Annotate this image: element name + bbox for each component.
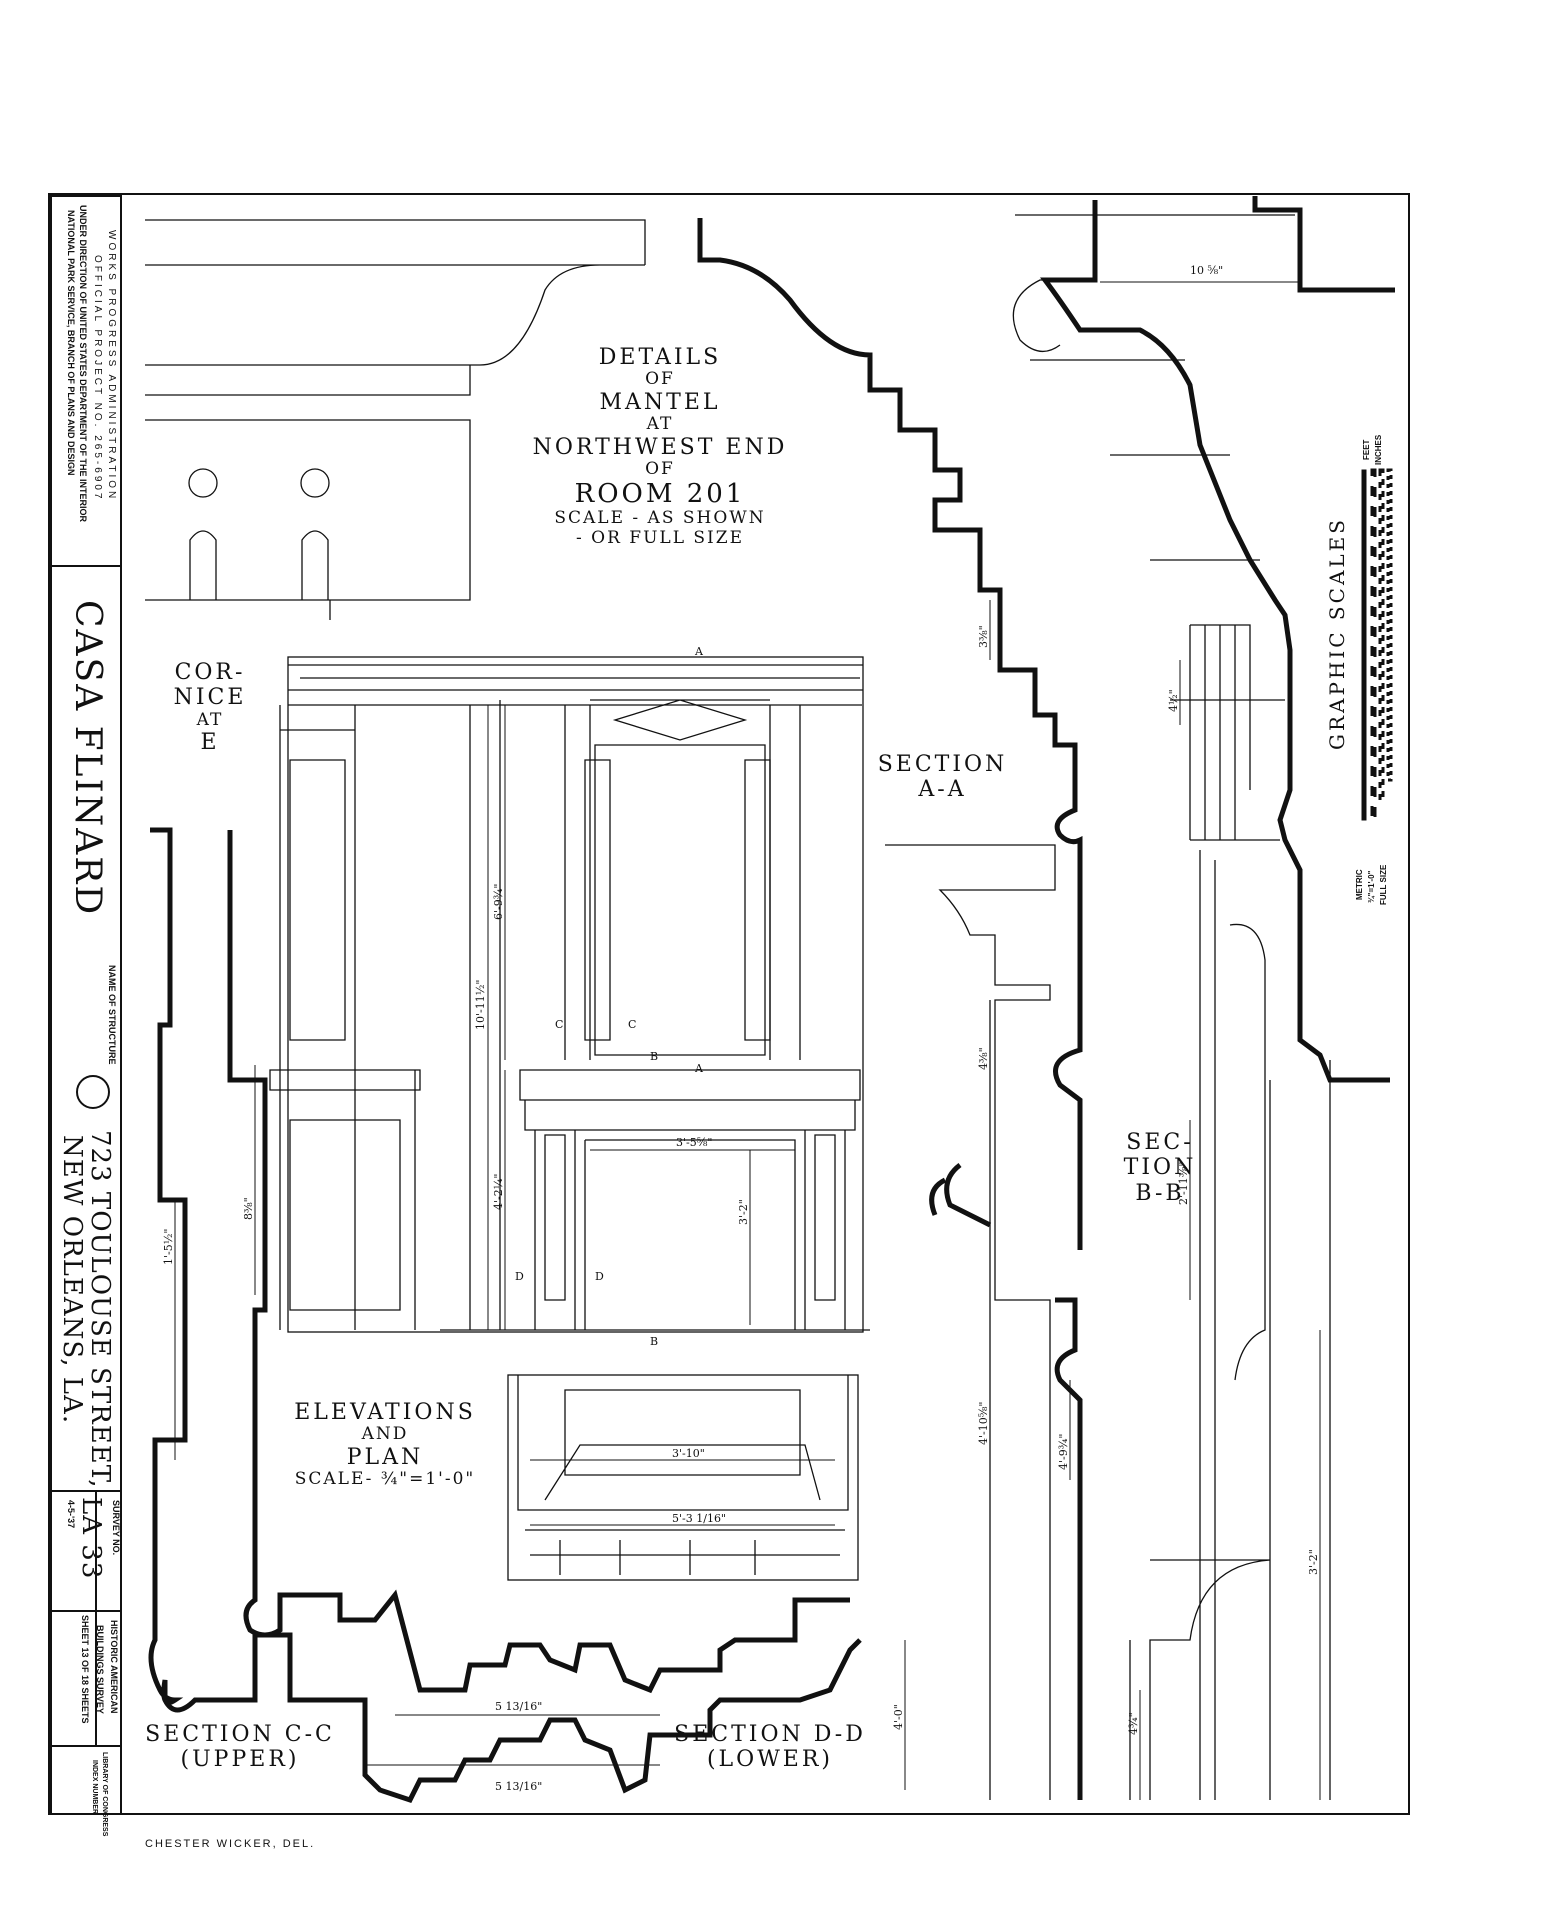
dimension-label: 3'-2" xyxy=(1307,1549,1320,1575)
dimension-label: 5'-3 1/16" xyxy=(672,1512,726,1525)
mantel-elevation xyxy=(269,656,870,1333)
dimension-label: 3'-10" xyxy=(672,1447,705,1460)
section-tag-b: B xyxy=(650,1050,659,1063)
section-tag-b: B xyxy=(650,1335,659,1348)
dimension-label: 5 13/16" xyxy=(495,1780,543,1793)
cornice-detail xyxy=(145,219,646,620)
dimension-label: 4'-2¼" xyxy=(492,1173,505,1210)
sheet-border xyxy=(48,193,1410,1815)
dimension-label: 2'-11⅜" xyxy=(1177,1161,1190,1205)
dimension-label: 4⅜" xyxy=(977,1047,990,1070)
section-tag-d: D xyxy=(595,1270,604,1283)
section-tag-c: C xyxy=(555,1018,564,1031)
section-bb-fine xyxy=(1012,214,1331,1800)
title-block-divider xyxy=(95,1490,97,1745)
section-aa-bold xyxy=(929,1163,1083,1800)
dimension-label: 3'-5⅝" xyxy=(676,1136,713,1149)
delineator-credit: CHESTER WICKER, DEL. xyxy=(145,1838,316,1850)
dimension-label: 3⅜" xyxy=(977,625,990,648)
title-block-divider xyxy=(50,1745,122,1747)
title-block xyxy=(50,195,122,1815)
dimension-label: 3'-2" xyxy=(737,1199,750,1225)
section-bb-profile xyxy=(1040,196,1395,1083)
dentil-slots xyxy=(189,530,329,600)
graphic-scales-ratio: ¾"=1'-0" xyxy=(1367,870,1376,903)
dimension-label: 4'-10⅝" xyxy=(977,1401,990,1445)
dimension-label: 1'-5½" xyxy=(162,1228,175,1265)
dimension-label: 4¾" xyxy=(1127,1712,1140,1735)
title-block-divider xyxy=(50,1490,122,1492)
dimension-lines xyxy=(174,281,1321,1800)
section-aa-label: SECTION A-A xyxy=(877,752,1008,803)
graphic-scales-full: FULL SIZE xyxy=(1379,864,1388,905)
dimension-label: 4'-9¾" xyxy=(1057,1433,1070,1470)
dimension-label: 6'-9¾" xyxy=(492,883,505,920)
section-dd-label: SECTION D-D (LOWER) xyxy=(674,1722,866,1773)
section-tag-a: A xyxy=(695,1062,703,1075)
dentil-hole xyxy=(188,468,218,498)
section-tag-a: A xyxy=(695,645,703,658)
dimension-label: 10 ⅝" xyxy=(1190,264,1224,277)
section-tag-c: C xyxy=(628,1018,637,1031)
cornice-label: COR- NICE AT E xyxy=(173,660,247,756)
graphic-scales-feet: FEET xyxy=(1362,439,1371,460)
cornice-profile xyxy=(697,218,1083,1250)
graphic-scales-label: GRAPHIC SCALES xyxy=(1325,517,1349,750)
dentil-hole xyxy=(300,468,330,498)
elevations-label: ELEVATIONS AND PLAN SCALE- ¾"=1'-0" xyxy=(294,1400,476,1490)
section-cc-label: SECTION C-C (UPPER) xyxy=(145,1722,335,1773)
drawing-title: DETAILS OF MANTEL AT NORTHWEST END OF RO… xyxy=(532,345,788,548)
dimension-label: 8⅜" xyxy=(242,1197,255,1220)
dimension-label: 4'-0" xyxy=(892,1704,905,1730)
section-aa-profile xyxy=(885,844,1056,1800)
graphic-scale-bars xyxy=(1361,468,1393,822)
dimension-label: 10'-11½" xyxy=(474,979,487,1030)
section-dd-outline xyxy=(227,830,850,1694)
graphic-scales-metric: METRIC xyxy=(1355,869,1364,900)
graphic-scales-inches: INCHES xyxy=(1374,434,1383,465)
seal-icon xyxy=(76,1075,110,1109)
section-tag-d: D xyxy=(515,1270,524,1283)
section-cc-outline xyxy=(148,827,862,1804)
mantel-plan xyxy=(507,1374,859,1581)
dimension-label: 4½" xyxy=(1167,689,1180,712)
dimension-label: 5 13/16" xyxy=(495,1700,543,1713)
section-bb-label: SEC- TION B-B xyxy=(1123,1130,1197,1206)
title-block-divider xyxy=(50,565,122,567)
title-block-divider xyxy=(50,1610,122,1612)
